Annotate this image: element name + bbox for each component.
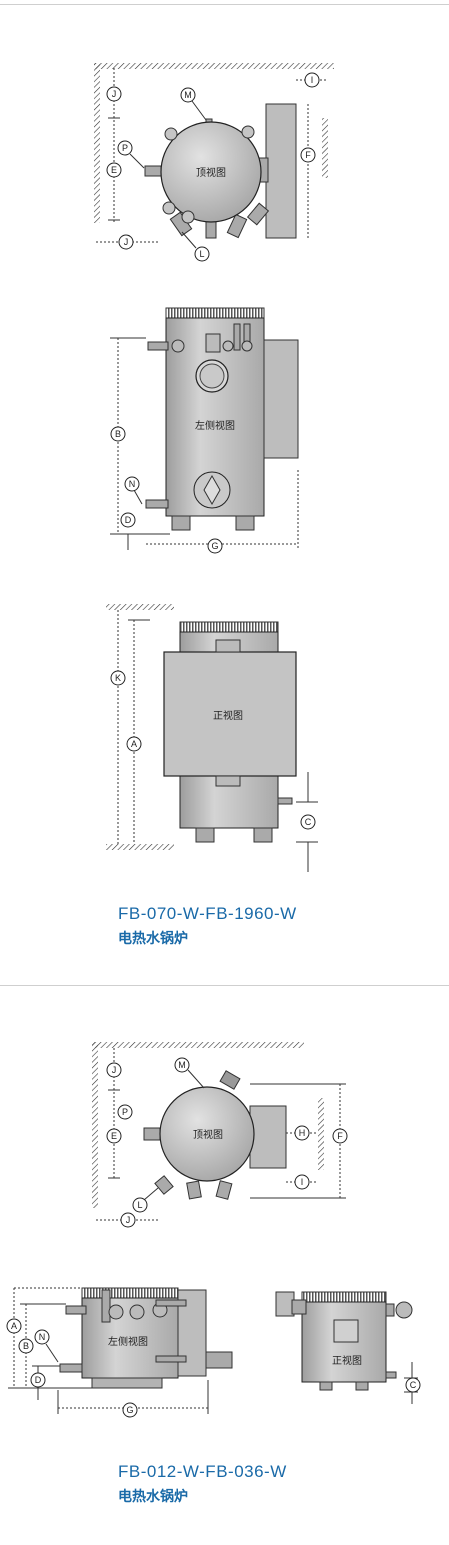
top-flange	[165, 307, 265, 319]
s2-front-view: 正视图	[275, 1291, 418, 1404]
boiler-body	[160, 121, 262, 223]
pipe-fitting	[246, 202, 270, 226]
pipe-fitting	[65, 1305, 87, 1315]
hatched-wall	[318, 1098, 324, 1170]
section1-subtitle: 电热水锅炉	[118, 931, 188, 947]
marker-I: I	[301, 1177, 304, 1187]
marker-J: J	[112, 1065, 117, 1075]
marker-I: I	[311, 75, 314, 85]
pipe-fitting	[145, 499, 169, 509]
marker-J2: J	[124, 237, 129, 247]
marker-A: A	[11, 1321, 17, 1331]
section2-subtitle: 电热水锅炉	[118, 1489, 188, 1505]
pipe-fitting	[219, 1070, 241, 1090]
s1-top-view: 顶视图	[94, 63, 334, 249]
hatched-wall	[92, 1042, 98, 1208]
marker-C: C	[305, 817, 312, 827]
pipe-fitting	[143, 1127, 161, 1141]
marker-J: J	[112, 89, 117, 99]
marker-B: B	[115, 429, 121, 439]
boiler-body	[159, 1086, 255, 1182]
control-panel	[265, 103, 297, 239]
marker-N: N	[39, 1332, 46, 1342]
s1-left-view: 左侧视图	[110, 307, 299, 550]
hatched-wall	[106, 844, 174, 850]
marker-D: D	[35, 1375, 42, 1385]
s2-left-markers: A B N D G	[6, 1318, 138, 1418]
pipe-fitting	[186, 1180, 202, 1200]
pipe-fitting	[215, 1180, 233, 1200]
caption-left-view: 左侧视图	[195, 419, 235, 432]
caption-front-view: 正视图	[213, 709, 243, 722]
marker-M: M	[184, 90, 192, 100]
caption-top-view: 顶视图	[196, 166, 226, 179]
caption-top-view-2: 顶视图	[193, 1128, 223, 1141]
top-flange	[301, 1291, 387, 1303]
marker-P: P	[122, 1107, 128, 1117]
control-panel	[263, 339, 299, 459]
s2-left-view: 左侧视图	[8, 1287, 233, 1414]
marker-P: P	[122, 143, 128, 153]
marker-G: G	[126, 1405, 133, 1415]
pipe-fitting	[147, 341, 169, 351]
hatched-wall	[94, 63, 334, 69]
top-divider	[0, 4, 449, 5]
marker-H: H	[299, 1128, 306, 1138]
marker-M: M	[178, 1060, 186, 1070]
s1-front-view: 正视图	[106, 604, 318, 872]
hatched-wall	[92, 1042, 304, 1048]
marker-G: G	[211, 541, 218, 551]
s1-top-markers: J M I P E F J L	[106, 72, 320, 262]
control-panel	[275, 1291, 295, 1317]
section-divider	[0, 985, 449, 986]
s1-front-markers: K A C	[110, 670, 316, 830]
marker-A: A	[131, 739, 137, 749]
s1-left-markers: B N D G	[110, 426, 223, 554]
marker-J2: J	[126, 1215, 131, 1225]
marker-K: K	[115, 673, 121, 683]
control-panel	[249, 1105, 287, 1169]
marker-E: E	[111, 1131, 117, 1141]
pipe-fitting	[154, 1175, 174, 1195]
top-flange	[179, 621, 279, 633]
section2-model-title: FB-012-W-FB-036-W	[118, 1462, 287, 1481]
pipe-fitting	[144, 165, 162, 177]
pipe-fitting	[226, 213, 248, 239]
section1-model-title: FB-070-W-FB-1960-W	[118, 904, 297, 923]
pipe-fitting	[205, 219, 217, 239]
marker-L: L	[137, 1200, 142, 1210]
marker-D: D	[125, 515, 132, 525]
top-flange	[81, 1287, 179, 1299]
marker-C: C	[410, 1380, 417, 1390]
caption-front-view-2: 正视图	[332, 1354, 362, 1367]
pipe-fitting	[59, 1363, 83, 1373]
s2-top-markers: M J P E H F I L J	[106, 1057, 348, 1228]
marker-B: B	[23, 1341, 29, 1351]
pipe-fitting	[291, 1299, 307, 1315]
control-panel	[163, 651, 297, 777]
hatched-wall	[94, 63, 100, 223]
pipe-fitting	[385, 1371, 397, 1379]
pipe-fitting	[277, 797, 293, 805]
s2-front-markers: C	[405, 1377, 421, 1393]
pipe-fitting	[205, 1351, 233, 1369]
marker-E: E	[111, 165, 117, 175]
marker-F: F	[337, 1131, 343, 1141]
marker-F: F	[305, 150, 311, 160]
caption-left-view-2: 左侧视图	[108, 1335, 148, 1348]
marker-N: N	[129, 479, 136, 489]
hatched-wall	[106, 604, 174, 610]
hatched-wall	[322, 118, 328, 178]
marker-L: L	[199, 249, 204, 259]
